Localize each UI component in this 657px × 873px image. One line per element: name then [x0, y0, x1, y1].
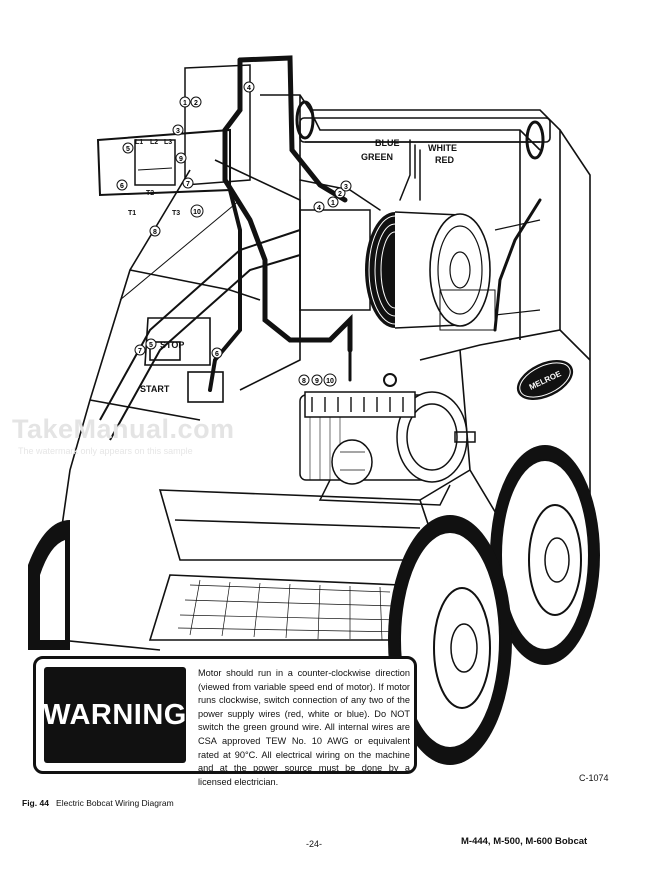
tire-front-left: [28, 520, 70, 650]
svg-text:4: 4: [317, 205, 321, 212]
watermark-text: TakeManual.com: [12, 414, 235, 444]
svg-text:1: 1: [331, 200, 335, 207]
figure-caption: Fig. 44 Electric Bobcat Wiring Diagram: [22, 798, 174, 808]
terminal-l1: L1: [135, 139, 143, 146]
wire-label-white: WHITE: [428, 143, 457, 153]
callout-9c: 9: [311, 374, 323, 386]
bobcat-illustration: MELROE: [28, 55, 600, 765]
svg-text:5: 5: [149, 342, 153, 349]
svg-text:6: 6: [120, 183, 124, 190]
svg-text:10: 10: [193, 209, 201, 216]
callout-4b: 4: [313, 201, 325, 213]
wire-label-blue: BLUE: [375, 138, 400, 148]
page-number: -24-: [306, 839, 323, 849]
footer-models: M-444, M-500, M-600 Bobcat: [461, 836, 588, 847]
callout-8a: 8: [149, 225, 161, 237]
wire-label-red: RED: [435, 155, 455, 165]
callout-2b: 2: [334, 187, 346, 199]
terminal-t2: T2: [146, 190, 154, 197]
svg-text:2: 2: [194, 100, 198, 107]
warning-box: WARNING Motor should run in a counter-cl…: [33, 656, 417, 787]
figure-code: C-1074: [579, 773, 609, 783]
svg-text:2: 2: [338, 191, 342, 198]
svg-text:4: 4: [247, 85, 251, 92]
warning-text: Motor should run in a counter-clockwise …: [198, 668, 410, 787]
svg-text:8: 8: [302, 378, 306, 385]
starter-box: [96, 64, 251, 197]
svg-text:3: 3: [176, 128, 180, 135]
tire-front-right: [388, 515, 512, 765]
callout-1a: 1: [179, 96, 191, 108]
callout-numbers: 1 2 3 4 5 6 7 8 9 10 1 2 3 4 7 5 6 8 9 1…: [116, 81, 352, 387]
callout-2a: 2: [190, 96, 202, 108]
callout-3b: 3: [340, 180, 352, 192]
svg-text:10: 10: [326, 378, 334, 385]
callout-10c: 10: [323, 373, 337, 387]
electric-motor: [299, 391, 476, 506]
stop-label: STOP: [160, 340, 184, 350]
svg-text:7: 7: [138, 348, 142, 355]
callout-3a: 3: [172, 124, 184, 136]
callout-6a: 6: [116, 179, 128, 191]
callout-10a: 10: [190, 204, 204, 218]
terminal-l3: L3: [164, 139, 172, 146]
svg-text:5: 5: [126, 146, 130, 153]
callout-5a: 5: [122, 142, 134, 154]
callout-1b: 1: [327, 196, 339, 208]
svg-text:7: 7: [186, 181, 190, 188]
wiring-diagram-figure: MELROE: [28, 55, 600, 765]
figure-number: Fig. 44: [22, 798, 49, 808]
watermark-subtext: The watermark only appears on this sampl…: [18, 446, 193, 456]
melroe-plate: MELROE: [516, 360, 574, 400]
callout-9a: 9: [175, 152, 187, 164]
svg-text:6: 6: [215, 351, 219, 358]
callout-6b: 6: [211, 347, 223, 359]
callout-5b: 5: [145, 338, 157, 350]
terminal-t3: T3: [172, 210, 180, 217]
wire-harness: [208, 55, 545, 392]
callout-7a: 7: [182, 177, 194, 189]
terminal-t1: T1: [128, 210, 136, 217]
svg-text:8: 8: [153, 229, 157, 236]
wire-label-green: GREEN: [361, 152, 393, 162]
svg-text:9: 9: [179, 156, 183, 163]
callout-4a: 4: [243, 81, 255, 93]
svg-text:9: 9: [315, 378, 319, 385]
tire-rear-right: [490, 445, 600, 665]
callout-7b: 7: [134, 344, 146, 356]
terminal-l2: L2: [150, 139, 158, 146]
motor-pulley: [299, 209, 541, 331]
stop-start-switch: [144, 317, 224, 403]
svg-text:1: 1: [183, 100, 187, 107]
svg-text:3: 3: [344, 184, 348, 191]
figure-title: Electric Bobcat Wiring Diagram: [56, 798, 174, 808]
warning-label: WARNING: [43, 667, 186, 763]
callout-8c: 8: [298, 374, 310, 386]
start-label: START: [140, 384, 170, 394]
